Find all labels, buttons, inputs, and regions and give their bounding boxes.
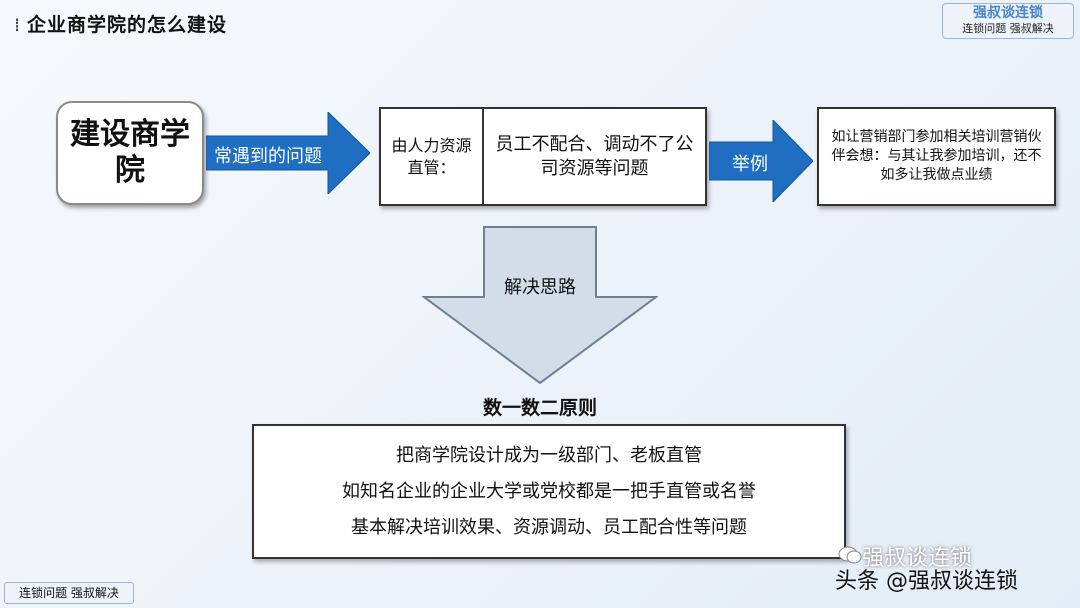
problem-left-cell: 由人力资源直管： bbox=[381, 109, 484, 204]
brand-name: 强叔谈连锁 bbox=[973, 5, 1043, 21]
arrow-right-icon bbox=[709, 120, 813, 202]
principle-line: 把商学院设计成为一级部门、老板直管 bbox=[396, 444, 702, 466]
wechat-watermark: 强叔谈连锁 bbox=[862, 546, 973, 571]
arrow-right-icon bbox=[206, 112, 370, 194]
title-bar-icon: ⁞ bbox=[14, 14, 22, 36]
down-arrow-label: 解决思路 bbox=[504, 277, 576, 298]
toutiao-watermark: 头条 @强叔谈连锁 bbox=[835, 569, 1018, 594]
principle-line: 基本解决培训效果、资源调动、员工配合性等问题 bbox=[351, 516, 747, 538]
arrow2-label: 举例 bbox=[732, 154, 768, 175]
arrow1-label: 常遇到的问题 bbox=[214, 146, 322, 167]
problem-box: 由人力资源直管： 员工不配合、调动不了公司资源等问题 bbox=[379, 107, 707, 206]
page-title-text: 企业商学院的怎么建设 bbox=[27, 14, 228, 36]
footer-tag: 连锁问题 强叔解决 bbox=[4, 582, 134, 604]
principle-title: 数一数二原则 bbox=[482, 397, 597, 419]
brand-tagline: 连锁问题 强叔解决 bbox=[962, 22, 1054, 35]
example-text: 如让营销部门参加相关培训营销伙伴会想：与其让我参加培训，还不如多让我做点业绩 bbox=[831, 129, 1042, 183]
page-title: ⁞企业商学院的怎么建设 bbox=[14, 10, 227, 37]
start-box-text: 建设商学院 bbox=[70, 117, 190, 188]
example-box: 如让营销部门参加相关培训营销伙伴会想：与其让我参加培训，还不如多让我做点业绩 bbox=[817, 107, 1056, 206]
brand-badge: 强叔谈连锁 连锁问题 强叔解决 bbox=[942, 3, 1074, 39]
principle-box: 把商学院设计成为一级部门、老板直管 如知名企业的企业大学或党校都是一把手直管或名… bbox=[252, 424, 846, 559]
principle-line: 如知名企业的企业大学或党校都是一把手直管或名誉 bbox=[342, 480, 756, 502]
problem-right-cell: 员工不配合、调动不了公司资源等问题 bbox=[495, 133, 694, 179]
wechat-icon bbox=[838, 546, 862, 564]
start-box: 建设商学院 bbox=[56, 101, 204, 205]
arrow-down-icon bbox=[422, 226, 658, 385]
